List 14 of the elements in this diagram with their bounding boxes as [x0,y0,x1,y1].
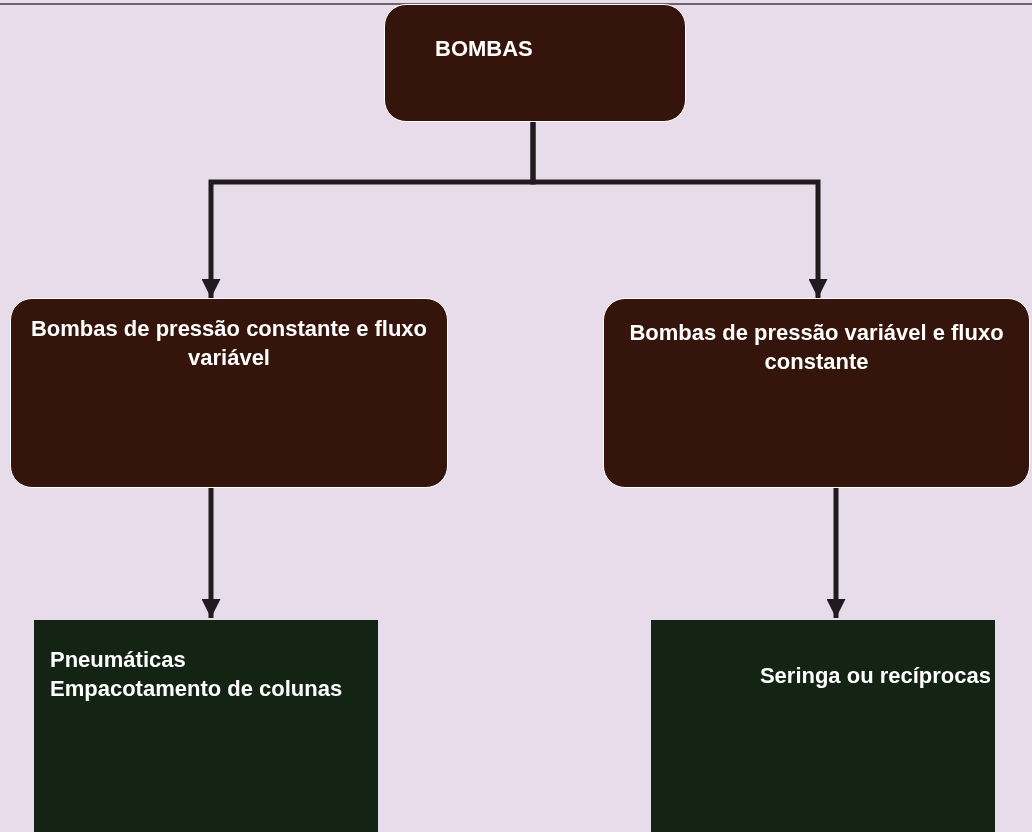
box-label: Bombas de pressão constante e fluxo variável [29,315,429,372]
category-box [603,298,1030,488]
box-label: BOMBAS [435,35,534,63]
box-label: Bombas de pressão variável e fluxo constante [628,319,1005,376]
category-box [10,298,448,488]
category-box [384,4,686,122]
box-label: Pneumáticas [50,646,187,674]
box-label: Seringa ou recíprocas [758,662,991,690]
arrow [826,488,846,618]
arrow [530,122,828,298]
example-box [651,620,995,832]
box-label: Empacotamento de colunas [50,674,344,703]
example-box [34,620,378,832]
arrow [201,488,221,618]
